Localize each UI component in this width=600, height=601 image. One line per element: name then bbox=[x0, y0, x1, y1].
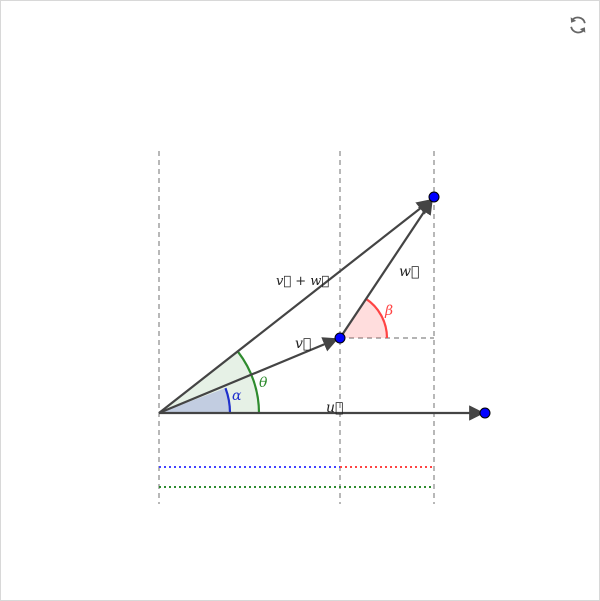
refresh-icon bbox=[570, 16, 586, 34]
label-alpha: α bbox=[232, 388, 242, 404]
label-sum: v⃗ + w⃗ bbox=[276, 274, 329, 289]
label-u: u⃗ bbox=[326, 400, 343, 416]
reset-button[interactable] bbox=[564, 11, 592, 39]
point-u-tip[interactable] bbox=[479, 407, 491, 419]
label-beta: β bbox=[384, 303, 393, 319]
theta-angle-arc bbox=[237, 351, 261, 414]
theta-angle-wedge bbox=[159, 352, 259, 413]
point-w-tip[interactable] bbox=[428, 191, 440, 203]
vector-sum bbox=[158, 199, 433, 414]
beta-angle-arc bbox=[364, 297, 389, 339]
label-w: w⃗ bbox=[399, 264, 419, 280]
point-v-tip[interactable] bbox=[334, 332, 346, 344]
vector-w bbox=[339, 198, 433, 339]
label-v: v⃗ bbox=[295, 336, 311, 352]
label-theta: θ bbox=[259, 375, 268, 391]
vector-v bbox=[158, 337, 339, 415]
